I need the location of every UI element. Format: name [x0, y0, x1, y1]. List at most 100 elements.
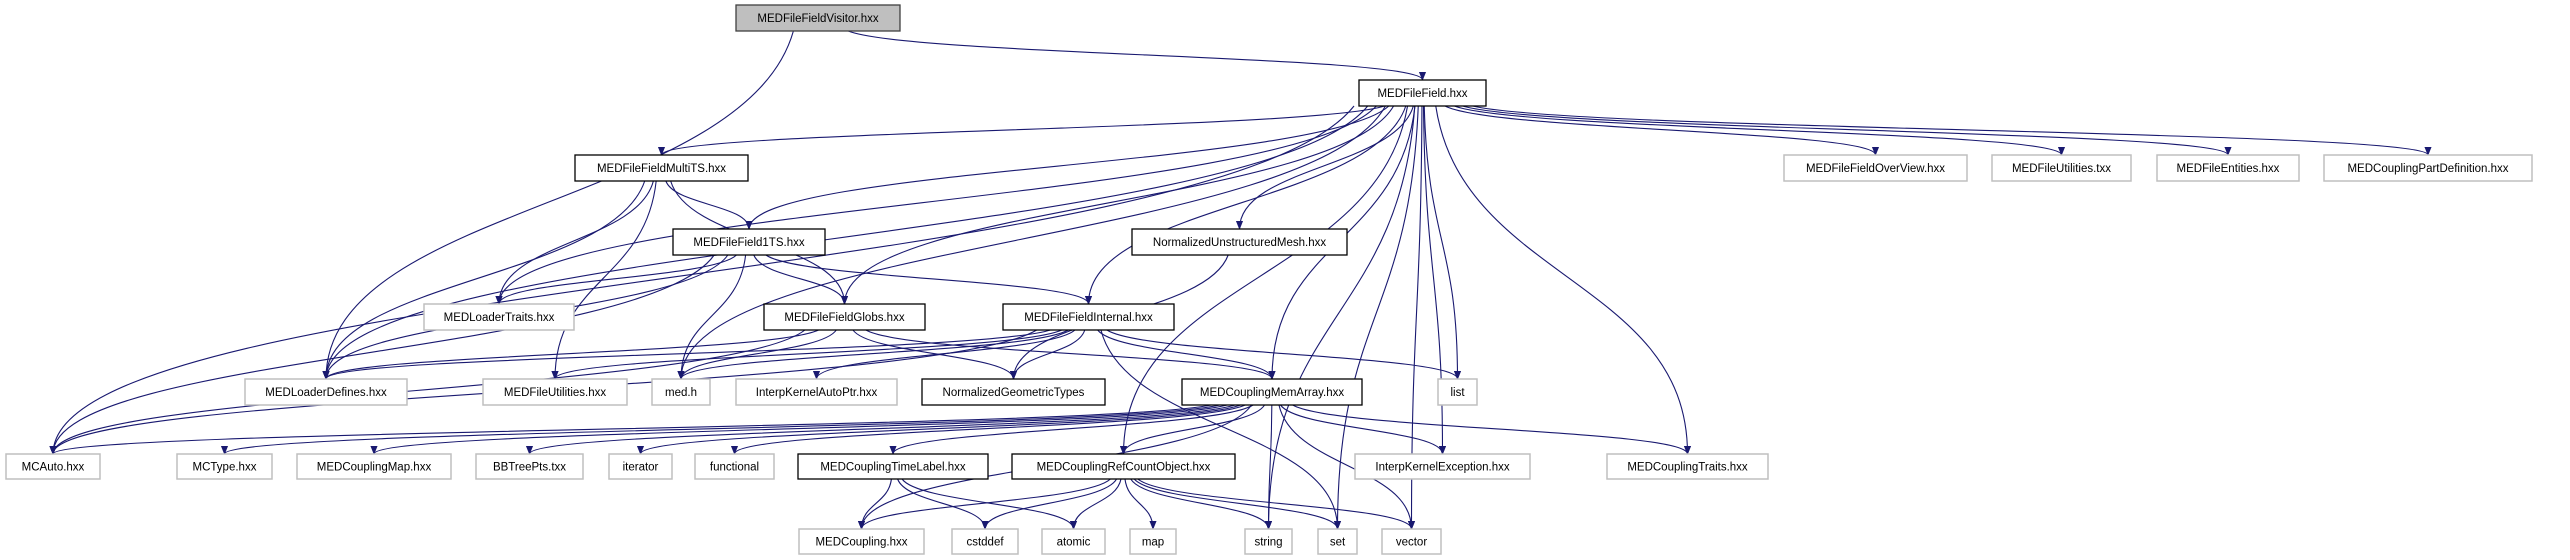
- node-ldtraits: MEDLoaderTraits.hxx: [423, 303, 575, 331]
- node-label: NormalizedUnstructuredMesh.hxx: [1153, 237, 1326, 249]
- node-box: [1991, 154, 2132, 182]
- node-box: [921, 378, 1106, 406]
- node-overview: MEDFileFieldOverView.hxx: [1783, 154, 1968, 182]
- node-box: [574, 154, 749, 182]
- node-box: [1129, 528, 1177, 555]
- edge-field-to-mcauto: [49, 105, 1355, 455]
- node-label: MEDFileFieldInternal.hxx: [1024, 312, 1153, 324]
- node-label: list: [1450, 387, 1465, 399]
- edge-internal-to-set: [1100, 329, 1342, 530]
- node-label: MEDFileField.hxx: [1377, 88, 1467, 100]
- edge-memarray-to-vector: [1278, 404, 1416, 530]
- node-box: [651, 378, 711, 406]
- edge-f1ts-to-internal: [765, 254, 1093, 305]
- node-label: MEDCouplingRefCountObject.hxx: [1037, 462, 1211, 474]
- edge-f1ts-to-ldtraits: [495, 254, 737, 305]
- node-list: list: [1437, 378, 1478, 406]
- node-label: MEDFileFieldGlobs.hxx: [784, 312, 904, 324]
- node-label: MEDCouplingTraits.hxx: [1627, 462, 1748, 474]
- node-label: MEDFileEntities.hxx: [2177, 163, 2280, 175]
- node-set: set: [1317, 528, 1358, 555]
- node-internal[interactable]: MEDFileFieldInternal.hxx: [1002, 303, 1175, 331]
- node-label: MEDFileField1TS.hxx: [693, 237, 804, 249]
- node-refcount[interactable]: MEDCouplingRefCountObject.hxx: [1011, 453, 1236, 480]
- node-atomic: atomic: [1041, 528, 1106, 555]
- node-futilh: MEDFileUtilities.hxx: [482, 378, 628, 406]
- edge-f1ts-to-medh: [677, 254, 747, 380]
- node-box: [797, 453, 989, 480]
- edge-memarray-to-string: [1264, 404, 1273, 530]
- edge-refcount-to-set: [1133, 478, 1342, 530]
- edge-field-to-multits: [658, 105, 1385, 156]
- node-f1ts[interactable]: MEDFileField1TS.hxx: [672, 228, 826, 256]
- node-box: [1783, 154, 1968, 182]
- node-label: string: [1254, 537, 1282, 549]
- edge-field-to-refcount: [1119, 105, 1409, 455]
- node-box: [951, 528, 1019, 555]
- edge-field-to-futiltxx: [1454, 105, 2065, 156]
- nodes-layer: MEDFileFieldVisitor.hxxMEDFileField.hxxM…: [5, 4, 2533, 555]
- edge-internal-to-medh: [677, 329, 1069, 380]
- edge-memarray-to-iterator: [637, 404, 1241, 455]
- node-ikautoptr: InterpKernelAutoPtr.hxx: [735, 378, 898, 406]
- edge-field-to-set: [1333, 105, 1419, 530]
- node-box: [1354, 453, 1531, 480]
- node-box: [475, 453, 584, 480]
- node-box: [1131, 228, 1348, 256]
- edge-memarray-to-mcmap: [370, 404, 1228, 455]
- edge-memarray-to-ikexc: [1280, 404, 1447, 455]
- node-mctype: MCType.hxx: [176, 453, 273, 480]
- node-box: [482, 378, 628, 406]
- node-box: [798, 528, 925, 555]
- node-visitor[interactable]: MEDFileFieldVisitor.hxx: [735, 4, 901, 32]
- node-ngt[interactable]: NormalizedGeometricTypes: [921, 378, 1106, 406]
- node-box: [2323, 154, 2533, 182]
- edge-field-to-medh: [677, 105, 1386, 380]
- node-box: [735, 4, 901, 32]
- node-box: [1437, 378, 1478, 406]
- edge-refcount-to-string: [1130, 478, 1273, 530]
- node-box: [176, 453, 273, 480]
- node-box: [1317, 528, 1358, 555]
- node-medcoupling: MEDCoupling.hxx: [798, 528, 925, 555]
- node-box: [1002, 303, 1175, 331]
- node-label: MCAuto.hxx: [22, 462, 85, 474]
- edge-field-to-f1ts: [745, 105, 1390, 230]
- node-box: [2156, 154, 2300, 182]
- node-box: [1606, 453, 1769, 480]
- edge-memarray-to-timelabel: [889, 404, 1254, 455]
- node-timelabel[interactable]: MEDCouplingTimeLabel.hxx: [797, 453, 989, 480]
- node-label: map: [1142, 537, 1164, 549]
- node-multits[interactable]: MEDFileFieldMultiTS.hxx: [574, 154, 749, 182]
- node-partdef: MEDCouplingPartDefinition.hxx: [2323, 154, 2533, 182]
- node-box: [1358, 79, 1487, 107]
- node-box: [423, 303, 575, 331]
- edge-field-to-num: [1235, 105, 1414, 230]
- node-entities: MEDFileEntities.hxx: [2156, 154, 2300, 182]
- node-box: [735, 378, 898, 406]
- node-num[interactable]: NormalizedUnstructuredMesh.hxx: [1131, 228, 1348, 256]
- node-box: [1244, 528, 1293, 555]
- edge-visitor-to-field: [848, 30, 1426, 81]
- node-label: InterpKernelAutoPtr.hxx: [756, 387, 878, 399]
- node-label: MEDFileUtilities.txx: [2012, 163, 2111, 175]
- edge-f1ts-to-globs: [753, 254, 849, 305]
- edge-refcount-to-cstddef: [981, 478, 1118, 530]
- edge-field-to-mctraits: [1435, 105, 1692, 455]
- edge-refcount-to-map: [1124, 478, 1157, 530]
- edge-internal-to-memarray: [1097, 329, 1276, 380]
- node-label: MEDLoaderDefines.hxx: [265, 387, 387, 399]
- node-field[interactable]: MEDFileField.hxx: [1358, 79, 1487, 107]
- node-memarray[interactable]: MEDCouplingMemArray.hxx: [1181, 378, 1363, 406]
- node-box: [1041, 528, 1106, 555]
- node-bbtree: BBTreePts.txx: [475, 453, 584, 480]
- node-box: [1381, 528, 1442, 555]
- edge-multits-to-lddefines: [322, 180, 646, 380]
- node-box: [694, 453, 775, 480]
- edge-memarray-to-mctype: [221, 404, 1220, 455]
- edge-internal-to-lddefines: [322, 329, 1051, 380]
- edge-multits-to-f1ts: [665, 180, 753, 230]
- node-globs[interactable]: MEDFileFieldGlobs.hxx: [763, 303, 926, 331]
- node-label: vector: [1396, 537, 1427, 549]
